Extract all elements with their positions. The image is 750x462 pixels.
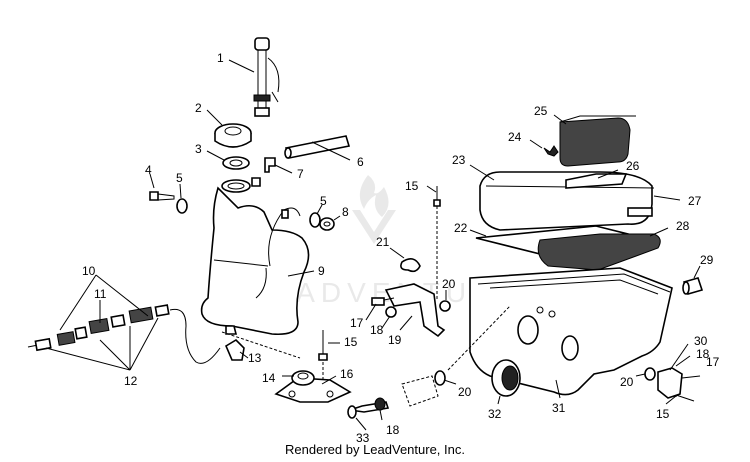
mounting-bracket-lower [274, 370, 352, 403]
callout-4: 4 [145, 163, 152, 177]
callout-21: 21 [376, 235, 390, 249]
render-credit: Rendered by LeadVenture, Inc. [285, 442, 465, 457]
fuel-elbow [224, 338, 249, 361]
callout-30: 30 [694, 334, 708, 348]
callout-9: 9 [318, 264, 325, 278]
callout-13: 13 [248, 351, 262, 365]
callout-15-center: 15 [344, 335, 358, 349]
callout-18-lower: 18 [386, 423, 400, 437]
callout-7: 7 [297, 167, 304, 181]
callout-8: 8 [342, 205, 349, 219]
callout-33: 33 [356, 431, 370, 442]
callout-5-right: 5 [320, 194, 327, 208]
callout-19: 19 [388, 333, 402, 347]
callout-17-mid: 17 [350, 316, 364, 330]
callout-27: 27 [688, 194, 702, 208]
grommet-right [309, 204, 323, 228]
callout-2: 2 [195, 101, 202, 115]
callout-10: 10 [82, 264, 96, 278]
callout-16: 16 [340, 367, 354, 381]
callout-14: 14 [262, 371, 276, 385]
callout-28: 28 [676, 219, 690, 233]
vent-hose [228, 37, 280, 117]
grommet-lower-right [635, 367, 656, 381]
callout-3: 3 [195, 142, 202, 156]
callout-31: 31 [552, 401, 566, 415]
callout-5-left: 5 [176, 171, 183, 185]
callout-32: 32 [488, 407, 502, 421]
callout-18-right: 18 [696, 347, 710, 361]
callout-17-right: 17 [706, 355, 720, 369]
callout-29: 29 [700, 253, 714, 267]
callout-6: 6 [357, 155, 364, 169]
airbox-base [469, 267, 673, 399]
airbox-bracket [365, 283, 451, 338]
callout-15-right: 15 [656, 407, 670, 421]
boot-clamp-assembly [347, 370, 457, 431]
filter-clip [529, 139, 559, 157]
callout-24: 24 [508, 130, 522, 144]
fuel-cap [206, 109, 252, 148]
callout-11: 11 [94, 287, 107, 301]
spring-clamp [389, 247, 421, 273]
callout-15-upper: 15 [405, 179, 419, 193]
vent-tube [284, 135, 351, 161]
screw [149, 173, 175, 201]
elbow-fitting [264, 157, 293, 174]
pin-center [318, 330, 340, 380]
mounting-bracket-right [657, 343, 701, 399]
callout-18-mid: 18 [370, 323, 384, 337]
callout-labels: 1 2 3 4 5 5 6 7 8 9 10 11 12 13 14 15 15… [82, 51, 720, 445]
filter-element [537, 227, 669, 271]
grommet-nut [319, 215, 341, 231]
callout-25: 25 [534, 104, 548, 118]
callout-23: 23 [452, 153, 466, 167]
cap-gasket [206, 150, 250, 170]
exploded-view: LEADVENTURE [27, 37, 720, 445]
callout-20-right: 20 [620, 375, 634, 389]
rubber-boot [491, 359, 521, 405]
callout-22: 22 [454, 221, 468, 235]
airbox-cover [469, 164, 681, 231]
pin-upper [426, 185, 441, 300]
callout-1: 1 [217, 51, 224, 65]
drain-plug [682, 265, 704, 295]
callout-26: 26 [626, 159, 640, 173]
fuel-tank [200, 177, 315, 336]
callout-20-mid: 20 [442, 277, 456, 291]
foam-filter [553, 114, 636, 167]
grommet-left [176, 183, 188, 214]
fuel-filter-assembly [27, 274, 221, 371]
callout-12: 12 [124, 374, 138, 388]
callout-20-lower: 20 [458, 385, 472, 399]
